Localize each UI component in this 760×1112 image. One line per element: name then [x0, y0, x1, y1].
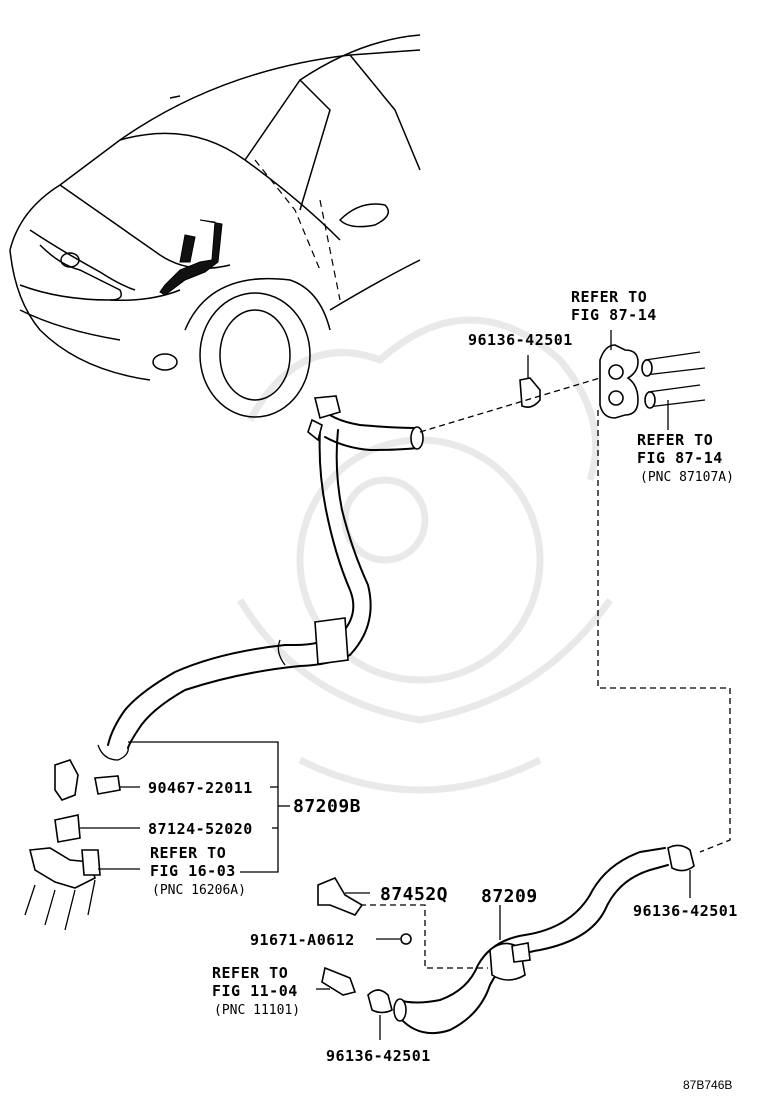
hose-87209b [97, 395, 424, 761]
refer-bottom-line1: REFER TO [212, 964, 288, 982]
heater-connector [519, 330, 706, 430]
clamp-label-top: 96136-42501 [468, 331, 573, 349]
refer-left-pnc: (PNC 16206A) [152, 883, 246, 898]
hose-87209 [393, 844, 695, 1034]
refer-right-line1: REFER TO [637, 431, 713, 449]
refer-left-line1: REFER TO [150, 844, 226, 862]
refer-top-line2: FIG 87-14 [571, 306, 657, 324]
dashed-connections [340, 377, 731, 969]
clamp-label-bottom: 96136-42501 [326, 1047, 431, 1065]
refer-right-pnc: (PNC 87107A) [640, 470, 734, 485]
assembly-bracket-87209b [128, 741, 501, 940]
bracket-label: 87124-52020 [148, 820, 253, 838]
illustration-code: 87B746B [683, 1078, 732, 1092]
refer-bottom-pnc: (PNC 11101) [214, 1003, 300, 1018]
hose-label-87209: 87209 [481, 886, 538, 907]
refer-left-line2: FIG 16-03 [150, 862, 236, 880]
part-labels: REFER TO FIG 87-14 96136-42501 REFER TO … [148, 288, 738, 1092]
refer-bottom-line2: FIG 11-04 [212, 982, 298, 1000]
assembly-label-87209b: 87209B [293, 796, 361, 817]
lower-left-parts [24, 759, 412, 1040]
bolt-label: 91671-A0612 [250, 931, 355, 949]
clip-label: 90467-22011 [148, 779, 253, 797]
bracket-label-87452q: 87452Q [380, 884, 448, 905]
vehicle-outline [9, 34, 421, 418]
watermark-emblem [236, 316, 613, 794]
clamp-label-right: 96136-42501 [633, 902, 738, 920]
refer-right-line2: FIG 87-14 [637, 449, 723, 467]
refer-top-line1: REFER TO [571, 288, 647, 306]
